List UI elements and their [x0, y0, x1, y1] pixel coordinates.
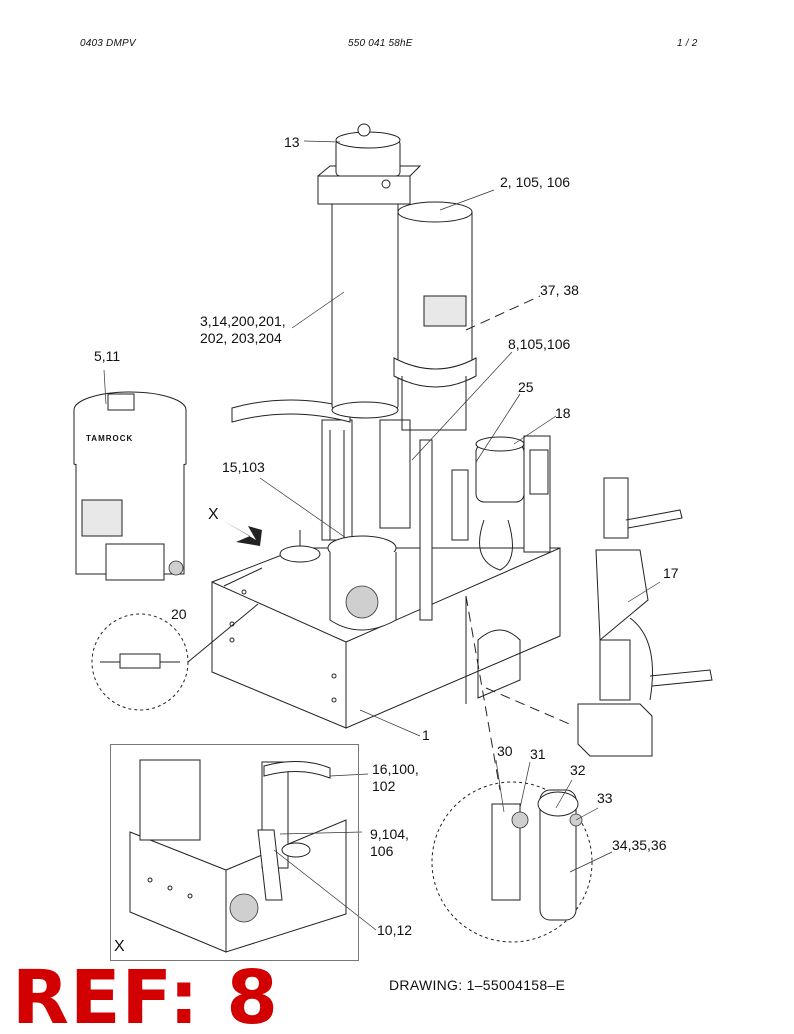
tank-brand-label: TAMROCK: [86, 434, 134, 443]
callout-18: 18: [555, 405, 571, 421]
inset-view-frame: [110, 744, 359, 961]
callout-9-104-106: 9,104, 106: [370, 826, 409, 859]
inset-view-x: [129, 759, 347, 953]
callout-30: 30: [497, 743, 513, 759]
view-x-arrow: [222, 520, 262, 546]
pump-assembly: [279, 535, 397, 631]
detail-circle-20: [91, 603, 259, 711]
callout-17: 17: [663, 565, 679, 581]
callout-25: 25: [518, 379, 534, 395]
callout-33: 33: [597, 790, 613, 806]
callout-20: 20: [171, 606, 187, 622]
callout-10-12: 10,12: [377, 922, 413, 938]
detail-circle-30-36: [431, 781, 593, 943]
callout-x-arrow: X: [208, 506, 219, 523]
callout-3-14-200: 3,14,200,201, 202, 203,204: [200, 313, 286, 346]
inset-view-label: X: [114, 938, 125, 955]
header-part-number: 550 041 58hE: [348, 38, 413, 49]
ball-valve-assembly: [577, 477, 713, 757]
callout-2-105-106: 2, 105, 106: [500, 174, 571, 190]
header-page-number: 1 / 2: [677, 38, 698, 49]
ref-stamp: REF: 8: [12, 955, 279, 1034]
callout-34-35-36: 34,35,36: [612, 837, 667, 853]
callout-16-100-102: 16,100, 102: [372, 761, 419, 794]
electric-motor: [393, 201, 477, 431]
callout-1: 1: [422, 727, 430, 743]
callout-5-11: 5,11: [94, 348, 121, 364]
leader-lines: [103, 140, 661, 931]
callout-13: 13: [284, 134, 300, 150]
oil-tank-assembly: [73, 391, 187, 581]
callout-32: 32: [570, 762, 586, 778]
header-doc-code: 0403 DMPV: [80, 38, 136, 49]
drawing-number: DRAWING: 1–55004158–E: [389, 977, 566, 993]
callout-37-38: 37, 38: [540, 282, 579, 298]
callout-31: 31: [530, 746, 546, 762]
callout-8-105-106: 8,105,106: [508, 336, 571, 352]
filter-cylinder: [317, 123, 422, 419]
callout-15-103: 15,103: [222, 459, 265, 475]
return-filter: [451, 436, 549, 571]
